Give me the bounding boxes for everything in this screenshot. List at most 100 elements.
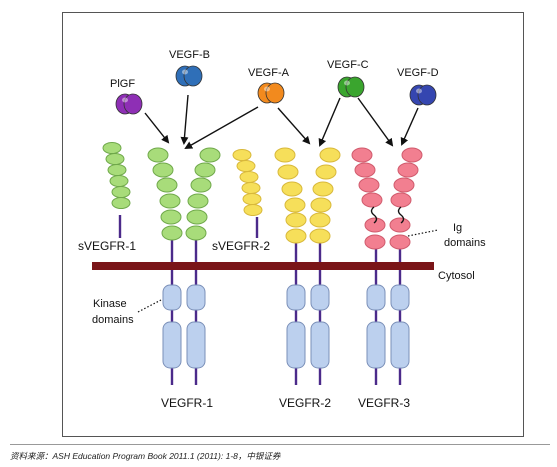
ig-domain: [185, 225, 207, 241]
ig-domain: [364, 234, 386, 250]
ig-domain: [111, 186, 131, 198]
ig-domains: [102, 142, 423, 250]
ig-domain: [241, 182, 261, 194]
ligand-plgf: [115, 93, 143, 115]
membrane-bar: [92, 262, 434, 270]
ig-domain: [147, 147, 169, 163]
ig-domains-label-line1: Ig: [453, 222, 463, 234]
ig-domain: [393, 177, 415, 193]
ig-domain: [319, 147, 341, 163]
ligand-label-plgf: PlGF: [110, 78, 136, 90]
vegfr3-linker: [370, 206, 378, 224]
ig-domain: [285, 212, 307, 228]
ligands: [115, 65, 437, 115]
ig-domain: [109, 175, 129, 187]
source-note: 资料来源：ASH Education Program Book 2011.1 (…: [10, 451, 281, 461]
ig-domain: [361, 192, 383, 208]
kinase-domain: [390, 321, 410, 369]
ig-domain: [351, 147, 373, 163]
receptor-label-svegfr2: sVEGFR-2: [212, 239, 271, 253]
ligand-plgf-highlight: [122, 97, 128, 103]
kinase-domains: [162, 284, 410, 369]
ig-domains-label-line2: domains: [444, 237, 486, 249]
ig-domain: [285, 228, 307, 244]
binding-arrow: [184, 106, 259, 149]
ig-domain: [397, 162, 419, 178]
ig-domain: [111, 197, 131, 209]
ig-domain: [284, 197, 306, 213]
ligand-vegf-c-highlight: [344, 80, 350, 86]
binding-arrow: [144, 112, 170, 144]
kinase-domain: [162, 321, 182, 369]
ig-domain: [239, 171, 259, 183]
ig-domain: [309, 212, 331, 228]
ig-domain: [312, 181, 334, 197]
binding-arrow: [357, 97, 394, 147]
ig-domain: [190, 177, 212, 193]
ligand-vegf-b-highlight: [182, 69, 188, 75]
kinase-domain: [366, 321, 386, 369]
annotation-pointers: [137, 229, 439, 313]
ligand-vegf-a-right: [265, 82, 285, 104]
ig-domain: [274, 147, 296, 163]
ligand-vegf-c-right: [345, 76, 365, 98]
kinase-domain: [186, 321, 206, 369]
receptor-label-vegfr3: VEGFR-3: [358, 396, 411, 410]
ig-domain: [315, 164, 337, 180]
ig-domain: [358, 177, 380, 193]
kinase-domains-label-line1: Kinase: [93, 298, 127, 310]
binding-arrow: [180, 94, 189, 145]
ig-domain: [310, 197, 332, 213]
ig-domain: [102, 142, 122, 154]
ligand-vegf-a-highlight: [264, 86, 270, 92]
kinase-domain: [390, 284, 410, 311]
kinase-domain: [286, 284, 306, 311]
diagram: [92, 65, 439, 385]
ig-domain: [105, 153, 125, 165]
ligand-label-vegf-d: VEGF-D: [397, 67, 439, 79]
ig-domain: [243, 204, 263, 216]
receptor-label-vegfr1: VEGFR-1: [161, 396, 214, 410]
ig-domain: [389, 217, 411, 233]
binding-arrow: [277, 107, 311, 145]
kinase-domain: [162, 284, 182, 311]
ig-domain: [389, 234, 411, 250]
kinase-domain: [310, 284, 330, 311]
ligand-vegf-a: [257, 82, 285, 104]
binding-arrow: [318, 97, 341, 147]
kinase-domains-label-line2: domains: [92, 314, 134, 326]
ligand-label-vegf-b: VEGF-B: [169, 49, 210, 61]
ig-domain: [309, 228, 331, 244]
source-divider: [10, 444, 550, 445]
ig-domain: [187, 193, 209, 209]
ligand-vegf-d: [409, 84, 437, 106]
kinase-domain: [286, 321, 306, 369]
ligand-vegf-b: [175, 65, 203, 87]
ig-domain: [236, 160, 256, 172]
vegfr3-linker: [397, 206, 405, 224]
ligand-vegf-d-right: [417, 84, 437, 106]
receptor-label-svegfr1: sVEGFR-1: [78, 239, 137, 253]
ig-pointer: [407, 229, 439, 237]
ig-domain: [199, 147, 221, 163]
ig-domain: [152, 162, 174, 178]
ig-domain: [107, 164, 127, 176]
kinase-domain: [310, 321, 330, 369]
ig-domain: [354, 162, 376, 178]
ig-domain: [364, 217, 386, 233]
kinase-pointer: [137, 299, 162, 313]
binding-arrow: [400, 107, 419, 146]
ig-domain: [186, 209, 208, 225]
ig-domain: [281, 181, 303, 197]
kinase-domain: [186, 284, 206, 311]
ig-domain: [232, 149, 252, 161]
cell-membrane: [92, 262, 434, 270]
ligand-vegf-c: [337, 76, 365, 98]
ligand-plgf-right: [123, 93, 143, 115]
ig-domain: [194, 162, 216, 178]
ig-domain: [242, 193, 262, 205]
ligand-vegf-d-highlight: [416, 88, 422, 94]
ligand-label-vegf-c: VEGF-C: [327, 59, 369, 71]
ig-domain: [156, 177, 178, 193]
ig-domain: [161, 225, 183, 241]
